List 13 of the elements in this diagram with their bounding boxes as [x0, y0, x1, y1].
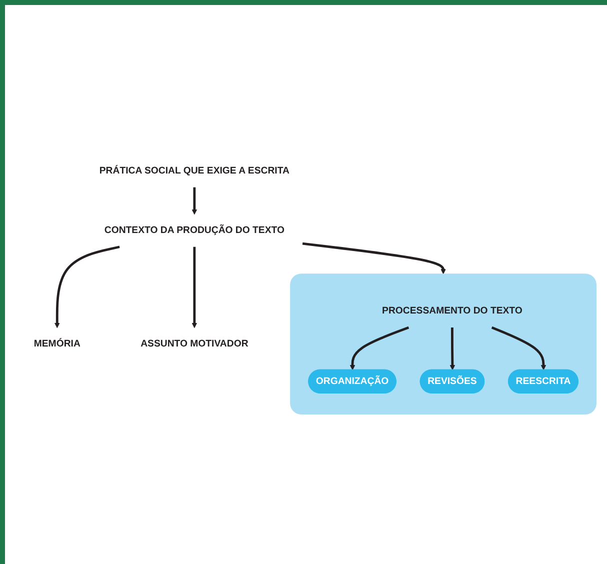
node-text: MEMÓRIA: [34, 338, 80, 349]
arrow: [450, 328, 456, 370]
arrow: [54, 246, 120, 328]
arrow: [192, 187, 198, 215]
arrow: [302, 242, 446, 274]
arrow: [491, 326, 546, 370]
node-text: PROCESSAMENTO DO TEXTO: [382, 306, 522, 316]
node-text: CONTEXTO DA PRODUÇÃO DO TEXTO: [104, 225, 284, 236]
node-text: PRÁTICA SOCIAL QUE EXIGE A ESCRITA: [99, 166, 290, 176]
node-text: ASSUNTO MOTIVADOR: [140, 338, 248, 349]
arrow: [192, 246, 198, 328]
arrow: [350, 326, 410, 370]
cluster: [290, 274, 596, 414]
